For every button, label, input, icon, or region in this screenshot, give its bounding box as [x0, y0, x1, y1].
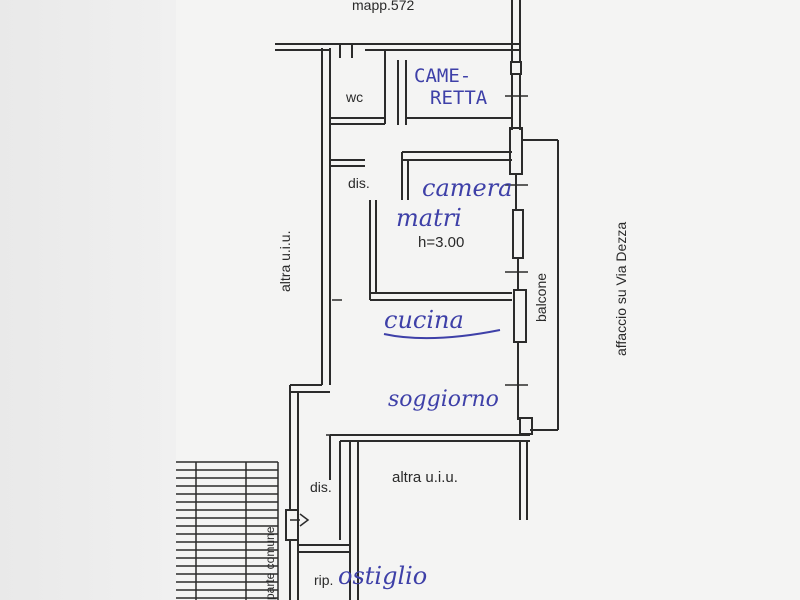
photo-left-margin — [0, 0, 176, 600]
room-label-altra-uiu-right: altra u.i.u. — [392, 469, 458, 486]
room-label-parte-comune: parte comune — [263, 526, 277, 600]
room-height-label: h=3.00 — [418, 234, 464, 251]
entrance-arrow-icon — [290, 513, 310, 527]
top-label: mapp.572 — [352, 0, 414, 13]
room-label-cameretta-2: RETTA — [430, 87, 488, 109]
room-label-altra-uiu-left: altra u.i.u. — [277, 231, 293, 292]
room-label-dis-lower: dis. — [310, 479, 332, 495]
walls — [275, 0, 559, 600]
room-label-rip: rip. — [314, 572, 333, 588]
room-label-balcone: balcone — [533, 273, 549, 322]
facade-label: affaccio su Via Dezza — [613, 222, 629, 356]
room-label-wc: wc — [345, 89, 363, 105]
tick-marks — [326, 95, 528, 436]
room-label-soggiorno: soggiorno — [388, 387, 499, 412]
cucina-underline — [383, 329, 501, 340]
room-label-dis-upper: dis. — [348, 175, 370, 191]
room-label-camera-2: matri — [396, 204, 462, 232]
room-label-cameretta-1: CAME- — [414, 65, 471, 87]
room-label-ripostiglio: ostiglio — [338, 562, 427, 590]
room-label-camera-1: camera — [422, 174, 513, 202]
room-label-cucina: cucina — [384, 306, 464, 334]
staircase — [176, 461, 279, 600]
